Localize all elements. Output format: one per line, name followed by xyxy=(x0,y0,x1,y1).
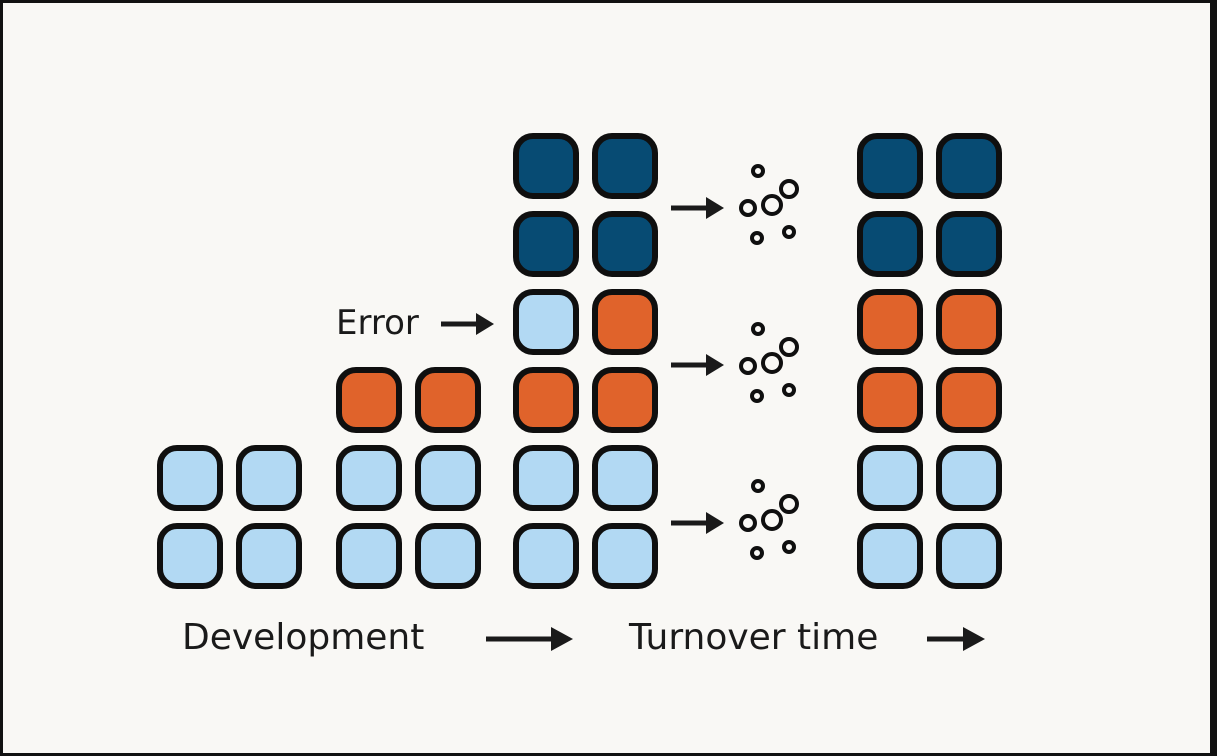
dark-block xyxy=(513,133,579,199)
light-block xyxy=(936,523,1002,589)
orange-block xyxy=(513,367,579,433)
bubbles-icon xyxy=(739,322,799,403)
arrow-right-icon xyxy=(671,512,724,534)
dark-block xyxy=(592,211,658,277)
light-block xyxy=(592,445,658,511)
light-block xyxy=(857,445,923,511)
bubbles-icon xyxy=(739,479,799,560)
light-block xyxy=(157,523,223,589)
light-block xyxy=(513,289,579,355)
light-block xyxy=(857,523,923,589)
diagram-canvas: Error Development Turnover time xyxy=(3,3,1210,753)
arrow-right-icon xyxy=(671,354,724,376)
arrow-right-icon xyxy=(486,627,573,651)
light-block xyxy=(157,445,223,511)
light-block xyxy=(415,445,481,511)
orange-block xyxy=(857,367,923,433)
orange-block xyxy=(592,367,658,433)
light-block xyxy=(592,523,658,589)
arrow-right-icon xyxy=(441,313,494,335)
light-block xyxy=(513,523,579,589)
light-block xyxy=(336,523,402,589)
orange-block xyxy=(592,289,658,355)
error-label: Error xyxy=(336,303,419,343)
dark-block xyxy=(857,133,923,199)
dark-block xyxy=(936,211,1002,277)
bubbles-icon xyxy=(739,164,799,245)
light-block xyxy=(336,445,402,511)
arrows-and-bubbles xyxy=(441,164,985,651)
light-block xyxy=(236,445,302,511)
arrow-right-icon xyxy=(927,627,985,651)
dark-block xyxy=(592,133,658,199)
light-block xyxy=(415,523,481,589)
dark-block xyxy=(857,211,923,277)
dark-block xyxy=(936,133,1002,199)
orange-block xyxy=(336,367,402,433)
orange-block xyxy=(936,367,1002,433)
orange-block xyxy=(936,289,1002,355)
arrow-right-icon xyxy=(671,197,724,219)
turnover-time-label: Turnover time xyxy=(629,617,879,658)
light-block xyxy=(236,523,302,589)
light-block xyxy=(513,445,579,511)
orange-block xyxy=(415,367,481,433)
orange-block xyxy=(857,289,923,355)
development-label: Development xyxy=(182,617,425,658)
dark-block xyxy=(513,211,579,277)
light-block xyxy=(936,445,1002,511)
